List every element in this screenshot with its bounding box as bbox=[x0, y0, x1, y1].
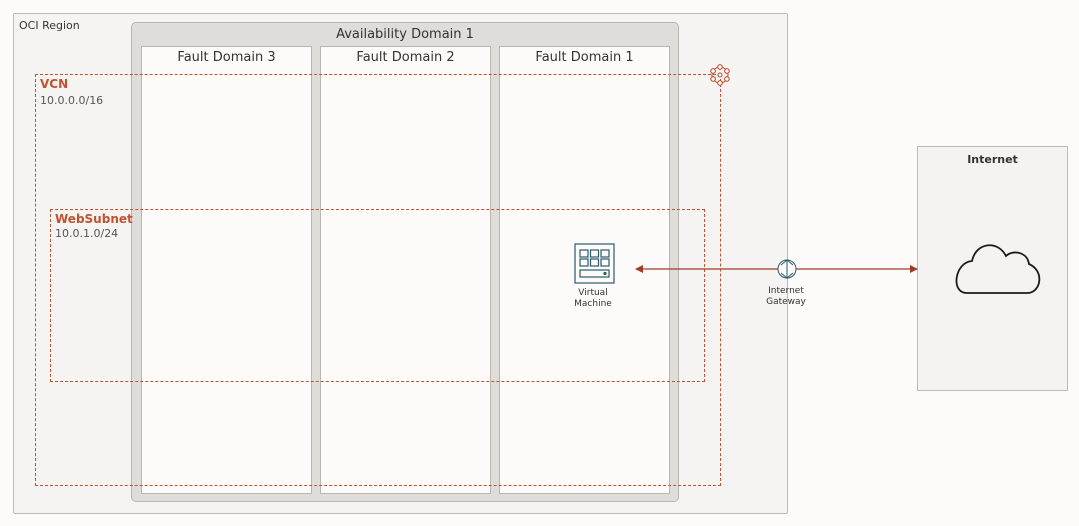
websubnet-title: WebSubnet bbox=[55, 212, 133, 226]
vcn-title: VCN bbox=[40, 77, 69, 91]
vm-label-line1: Virtual bbox=[578, 288, 608, 298]
vm-label-line2: Machine bbox=[574, 299, 612, 309]
gateway-label-line1: Internet bbox=[768, 286, 804, 296]
virtual-machine-icon bbox=[574, 243, 615, 284]
fault-domain-2-label: Fault Domain 2 bbox=[356, 50, 455, 65]
oci-region-label: OCI Region bbox=[19, 19, 80, 32]
fault-domain-1-label: Fault Domain 1 bbox=[535, 50, 634, 65]
fault-domain-3 bbox=[141, 46, 312, 494]
fault-domain-2 bbox=[320, 46, 491, 494]
cloud-icon bbox=[955, 244, 1041, 294]
vcn-icon bbox=[710, 64, 730, 86]
fault-domain-3-label: Fault Domain 3 bbox=[177, 50, 276, 65]
vm-label: Virtual Machine bbox=[555, 288, 631, 310]
gateway-label: Internet Gateway bbox=[752, 286, 820, 308]
websubnet-boundary bbox=[50, 209, 705, 382]
gateway-label-line2: Gateway bbox=[766, 297, 806, 307]
availability-domain-label: Availability Domain 1 bbox=[336, 27, 474, 42]
websubnet-cidr: 10.0.1.0/24 bbox=[55, 227, 119, 240]
internet-gateway-icon bbox=[777, 259, 797, 279]
vcn-boundary bbox=[35, 74, 721, 486]
vcn-cidr: 10.0.0.0/16 bbox=[40, 94, 104, 107]
internet-label: Internet bbox=[967, 153, 1018, 166]
